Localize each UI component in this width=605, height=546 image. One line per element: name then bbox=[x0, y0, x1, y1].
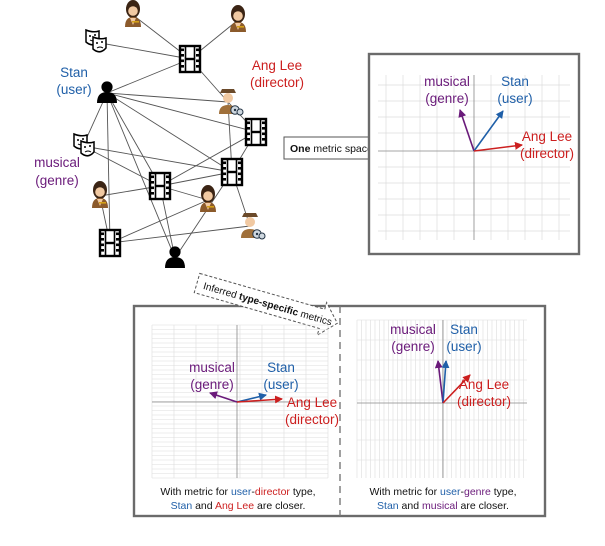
caption-text: With metric for bbox=[160, 486, 231, 498]
caption-user: user bbox=[231, 486, 252, 498]
left-musical-type: (genre) bbox=[190, 377, 234, 392]
stan-vector bbox=[236, 392, 267, 403]
caption-text: are closer. bbox=[458, 500, 509, 512]
top-stan-name: Stan bbox=[501, 74, 529, 89]
actor-icon bbox=[125, 0, 141, 27]
user-icon bbox=[97, 81, 117, 103]
user-genre-metric: musical (genre) Stan (user) Ang Lee (dir… bbox=[356, 319, 527, 512]
shared-metric-panel: musical (genre) Stan (user) Ang Lee (dir… bbox=[367, 52, 581, 256]
caption-director: director bbox=[255, 486, 291, 498]
film-icon bbox=[98, 228, 122, 258]
graph-musical-type: (genre) bbox=[35, 173, 79, 188]
caption-text: type, bbox=[290, 486, 316, 498]
right-stan-name: Stan bbox=[450, 322, 478, 337]
stan-vector bbox=[441, 360, 450, 404]
film-icon bbox=[220, 157, 244, 187]
left-anglee-type: (director) bbox=[285, 412, 339, 427]
right-musical-name: musical bbox=[390, 322, 436, 337]
film-icon bbox=[244, 117, 268, 147]
left-caption-line1: With metric for user-director type, bbox=[160, 486, 315, 498]
right-caption-line1: With metric for user-genre type, bbox=[369, 486, 516, 498]
caption-musical: musical bbox=[422, 500, 458, 512]
anglee-vector bbox=[473, 141, 523, 152]
knowledge-graph: Stan (user) Ang Lee (director) musical (… bbox=[34, 0, 304, 268]
right-stan-type: (user) bbox=[446, 339, 481, 354]
caption-stan: Stan bbox=[171, 500, 193, 512]
top-stan-type: (user) bbox=[497, 91, 532, 106]
user-director-metric: musical (genre) Stan (user) Ang Lee (dir… bbox=[151, 324, 339, 512]
graph-stan-type: (user) bbox=[56, 82, 91, 97]
stan-vector bbox=[473, 110, 504, 152]
left-stan-name: Stan bbox=[267, 360, 295, 375]
svg-text:One metric space: One metric space bbox=[290, 143, 373, 155]
caption-anglee: Ang Lee bbox=[215, 500, 254, 512]
graph-anglee-type: (director) bbox=[250, 75, 304, 90]
actor-icon bbox=[92, 181, 108, 208]
caption-dash: - bbox=[460, 486, 464, 498]
left-musical-name: musical bbox=[189, 360, 235, 375]
director-icon bbox=[240, 212, 266, 240]
right-anglee-name: Ang Lee bbox=[459, 377, 509, 392]
caption-text: and bbox=[399, 500, 422, 512]
top-musical-type: (genre) bbox=[425, 91, 469, 106]
musical-vector bbox=[434, 360, 444, 404]
left-caption-line2: Stan and Ang Lee are closer. bbox=[171, 500, 306, 512]
musical-vector bbox=[458, 109, 475, 152]
caption-text: With metric for bbox=[369, 486, 440, 498]
film-icon bbox=[178, 44, 202, 74]
left-stan-type: (user) bbox=[263, 377, 298, 392]
top-anglee-type: (director) bbox=[520, 146, 574, 161]
grid bbox=[151, 324, 329, 479]
right-caption-line2: Stan and musical are closer. bbox=[377, 500, 509, 512]
left-anglee-name: Ang Lee bbox=[287, 395, 337, 410]
graph-anglee-name: Ang Lee bbox=[252, 58, 302, 73]
caption-text: type, bbox=[491, 486, 517, 498]
one-metric-rest: metric space bbox=[310, 143, 373, 155]
musical-vector bbox=[209, 391, 238, 403]
type-specific-panel bbox=[132, 304, 547, 518]
actor-icon bbox=[230, 5, 246, 32]
anglee-vector bbox=[442, 374, 471, 404]
anglee-vector bbox=[236, 395, 283, 404]
caption-user: user bbox=[440, 486, 461, 498]
one-metric-bold: One bbox=[290, 143, 311, 155]
theater-masks-icon bbox=[73, 133, 95, 157]
right-musical-type: (genre) bbox=[391, 339, 435, 354]
caption-text: and bbox=[192, 500, 215, 512]
right-anglee-type: (director) bbox=[457, 394, 511, 409]
graph-musical-name: musical bbox=[34, 155, 80, 170]
graph-edges bbox=[82, 14, 257, 259]
caption-dash: - bbox=[251, 486, 255, 498]
top-anglee-name: Ang Lee bbox=[522, 129, 572, 144]
caption-stan: Stan bbox=[377, 500, 399, 512]
theater-masks-icon bbox=[85, 29, 107, 53]
user-icon bbox=[165, 246, 185, 268]
actor-icon bbox=[200, 185, 216, 212]
caption-genre: genre bbox=[464, 486, 491, 498]
graph-stan-name: Stan bbox=[60, 65, 88, 80]
film-icon bbox=[148, 171, 172, 201]
caption-text: are closer. bbox=[254, 500, 305, 512]
top-musical-name: musical bbox=[424, 74, 470, 89]
